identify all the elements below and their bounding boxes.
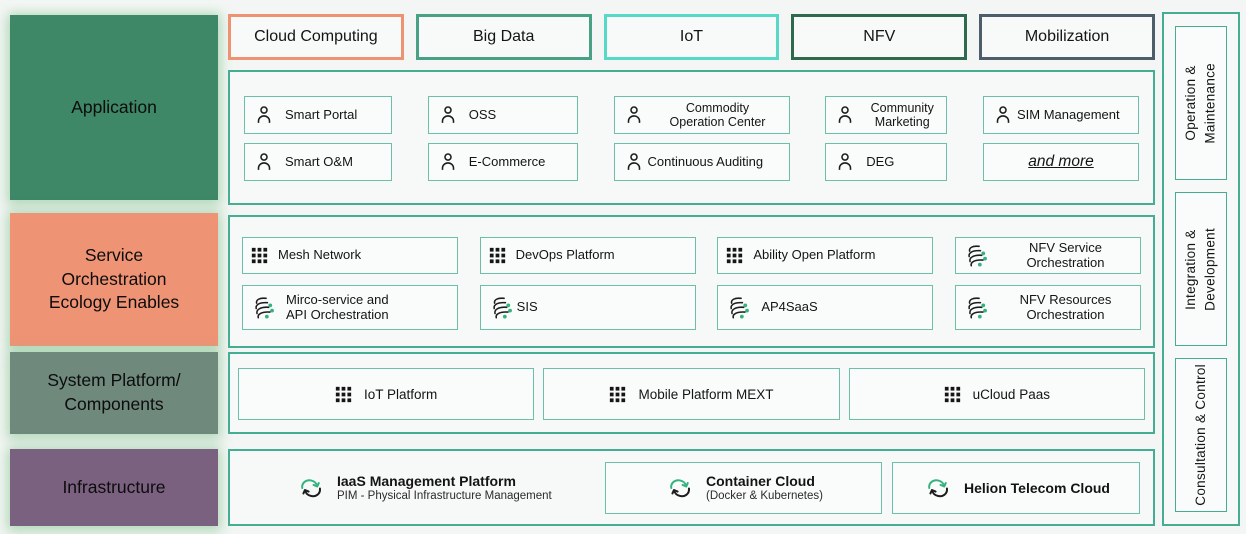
person-icon bbox=[627, 106, 640, 124]
sys-item-label: uCloud Paas bbox=[972, 386, 1050, 402]
app-item-sim-management: SIM Management bbox=[983, 96, 1139, 134]
person-icon bbox=[257, 106, 271, 124]
svc-item-label: NFV Service Orchestration bbox=[1026, 239, 1105, 270]
svc-item-label: NFV Resources Orchestration bbox=[1019, 291, 1112, 322]
side-panel-integration-development: Integration & Development bbox=[1175, 192, 1227, 346]
app-item-label: OSS bbox=[468, 106, 497, 122]
infra-item-text: Container Cloud (Docker & Kubernetes) bbox=[706, 473, 823, 502]
lifecycle-side-panel: Operation & Maintenance Integration & De… bbox=[1162, 12, 1240, 526]
grid-icon bbox=[727, 247, 743, 264]
orchestration-icon bbox=[968, 297, 988, 320]
orchestration-icon bbox=[730, 297, 751, 320]
person-icon bbox=[627, 153, 640, 171]
sys-item-label: Mobile Platform MEXT bbox=[638, 386, 774, 402]
app-item-label: Community Marketing bbox=[870, 100, 934, 129]
row-label-system-platform: System Platform/ Components bbox=[10, 352, 218, 434]
app-item-community-marketing: Community Marketing bbox=[825, 96, 948, 134]
svc-item-nfv-service-orchestration: NFV Service Orchestration bbox=[954, 237, 1141, 275]
sys-item-mobile-platform-mext: Mobile Platform MEXT bbox=[543, 368, 840, 420]
svc-item-label: Ability Open Platform bbox=[753, 247, 876, 263]
infra-item-container-cloud: Container Cloud (Docker & Kubernetes) bbox=[605, 461, 882, 514]
side-panel-consultation-control: Consultation & Control bbox=[1175, 358, 1227, 512]
side-panel-label: Consultation & Control bbox=[1193, 364, 1209, 506]
row-label-application: Application bbox=[10, 15, 218, 200]
person-icon bbox=[838, 106, 852, 124]
app-item-label: Continuous Auditing bbox=[647, 153, 764, 169]
person-icon bbox=[996, 106, 1010, 124]
svc-item-label: DevOps Platform bbox=[515, 247, 615, 263]
row-label-infrastructure: Infrastructure bbox=[10, 449, 218, 526]
cloud-sync-icon bbox=[301, 478, 322, 497]
svc-item-ability-open-platform: Ability Open Platform bbox=[717, 237, 934, 275]
app-item-label: Smart Portal bbox=[285, 106, 358, 122]
svc-item-sis: SIS bbox=[479, 285, 696, 330]
person-icon bbox=[838, 153, 852, 171]
person-icon bbox=[441, 106, 455, 124]
side-panel-label: Operation & Maintenance bbox=[1183, 62, 1218, 144]
tab-big-data: Big Data bbox=[415, 14, 592, 60]
orchestration-icon bbox=[492, 297, 513, 320]
svc-item-ap4saas: AP4SaaS bbox=[717, 285, 934, 330]
app-item-label: Smart O&M bbox=[285, 153, 353, 169]
infra-item-iaas-management-platform: IaaS Management Platform PIM - Physical … bbox=[285, 462, 595, 514]
grid-icon bbox=[489, 247, 505, 264]
app-item-label: DEG bbox=[866, 153, 895, 169]
infra-item-title: IaaS Management Platform bbox=[337, 473, 516, 489]
sys-item-label: IoT Platform bbox=[364, 386, 438, 402]
grid-icon bbox=[251, 247, 268, 264]
app-item-smart-om: Smart O&M bbox=[244, 143, 392, 181]
sys-item-iot-platform: IoT Platform bbox=[238, 368, 535, 420]
side-panel-operation-maintenance: Operation & Maintenance bbox=[1175, 26, 1227, 180]
tab-iot: IoT bbox=[603, 14, 780, 60]
tab-mobilization: Mobilization bbox=[979, 14, 1155, 60]
infra-item-helion-telecom-cloud: Helion Telecom Cloud bbox=[892, 461, 1140, 514]
svc-item-label: Mesh Network bbox=[278, 247, 362, 263]
tab-cloud-computing: Cloud Computing bbox=[228, 14, 404, 60]
person-icon bbox=[257, 153, 271, 171]
app-item-continuous-auditing: Continuous Auditing bbox=[613, 143, 790, 181]
svc-item-label: Mirco-service and API Orchestration bbox=[286, 291, 389, 322]
side-panel-label: Integration & Development bbox=[1183, 227, 1218, 311]
tab-nfv: NFV bbox=[791, 14, 968, 60]
svc-item-label: SIS bbox=[516, 299, 538, 315]
cloud-sync-icon bbox=[670, 478, 691, 497]
person-icon bbox=[441, 153, 455, 171]
app-item-label: SIM Management bbox=[1017, 106, 1120, 122]
app-item-oss: OSS bbox=[427, 96, 578, 134]
infra-item-subtitle: PIM - Physical Infrastructure Management bbox=[337, 490, 552, 502]
app-item-label: E-Commerce bbox=[468, 153, 546, 169]
svc-item-label: AP4SaaS bbox=[761, 299, 818, 315]
row-label-service-orchestration: Service Orchestration Ecology Enables bbox=[10, 213, 218, 346]
infra-item-text: IaaS Management Platform PIM - Physical … bbox=[337, 473, 552, 502]
svc-item-mesh-network: Mesh Network bbox=[242, 237, 458, 275]
orchestration-icon bbox=[255, 297, 275, 320]
app-item-commodity-operation-center: Commodity Operation Center bbox=[613, 96, 790, 134]
infra-item-subtitle: (Docker & Kubernetes) bbox=[706, 490, 823, 502]
app-item-smart-portal: Smart Portal bbox=[244, 96, 392, 134]
system-platform-panel: IoT Platform Mobile Platform MEXT uCloud… bbox=[228, 352, 1155, 434]
grid-icon bbox=[335, 386, 352, 402]
service-orchestration-panel: Mesh Network Mirco-service and API Orche… bbox=[228, 215, 1155, 348]
svc-item-devops-platform: DevOps Platform bbox=[479, 237, 696, 275]
app-item-label: and more bbox=[1028, 153, 1094, 171]
infra-item-title: Container Cloud bbox=[706, 473, 815, 489]
sys-item-ucloud-paas: uCloud Paas bbox=[848, 368, 1145, 420]
infrastructure-panel: IaaS Management Platform PIM - Physical … bbox=[228, 449, 1155, 526]
app-item-deg: DEG bbox=[825, 143, 948, 181]
app-item-label: Commodity Operation Center bbox=[669, 100, 766, 129]
application-panel: Smart Portal Smart O&M OSS E-Commerce Co… bbox=[228, 70, 1155, 205]
svc-item-microservice-api-orchestration: Mirco-service and API Orchestration bbox=[242, 285, 458, 330]
infra-item-title: Helion Telecom Cloud bbox=[964, 479, 1110, 496]
grid-icon bbox=[944, 386, 960, 402]
cloud-sync-icon bbox=[928, 478, 949, 497]
domain-tabs: Cloud Computing Big Data IoT NFV Mobiliz… bbox=[228, 14, 1155, 60]
orchestration-icon bbox=[968, 245, 988, 268]
app-item-ecommerce: E-Commerce bbox=[427, 143, 578, 181]
grid-icon bbox=[610, 386, 626, 402]
infra-item-text: Helion Telecom Cloud bbox=[964, 480, 1110, 496]
svc-item-nfv-resources-orchestration: NFV Resources Orchestration bbox=[954, 285, 1141, 330]
app-item-and-more: and more bbox=[983, 143, 1139, 181]
